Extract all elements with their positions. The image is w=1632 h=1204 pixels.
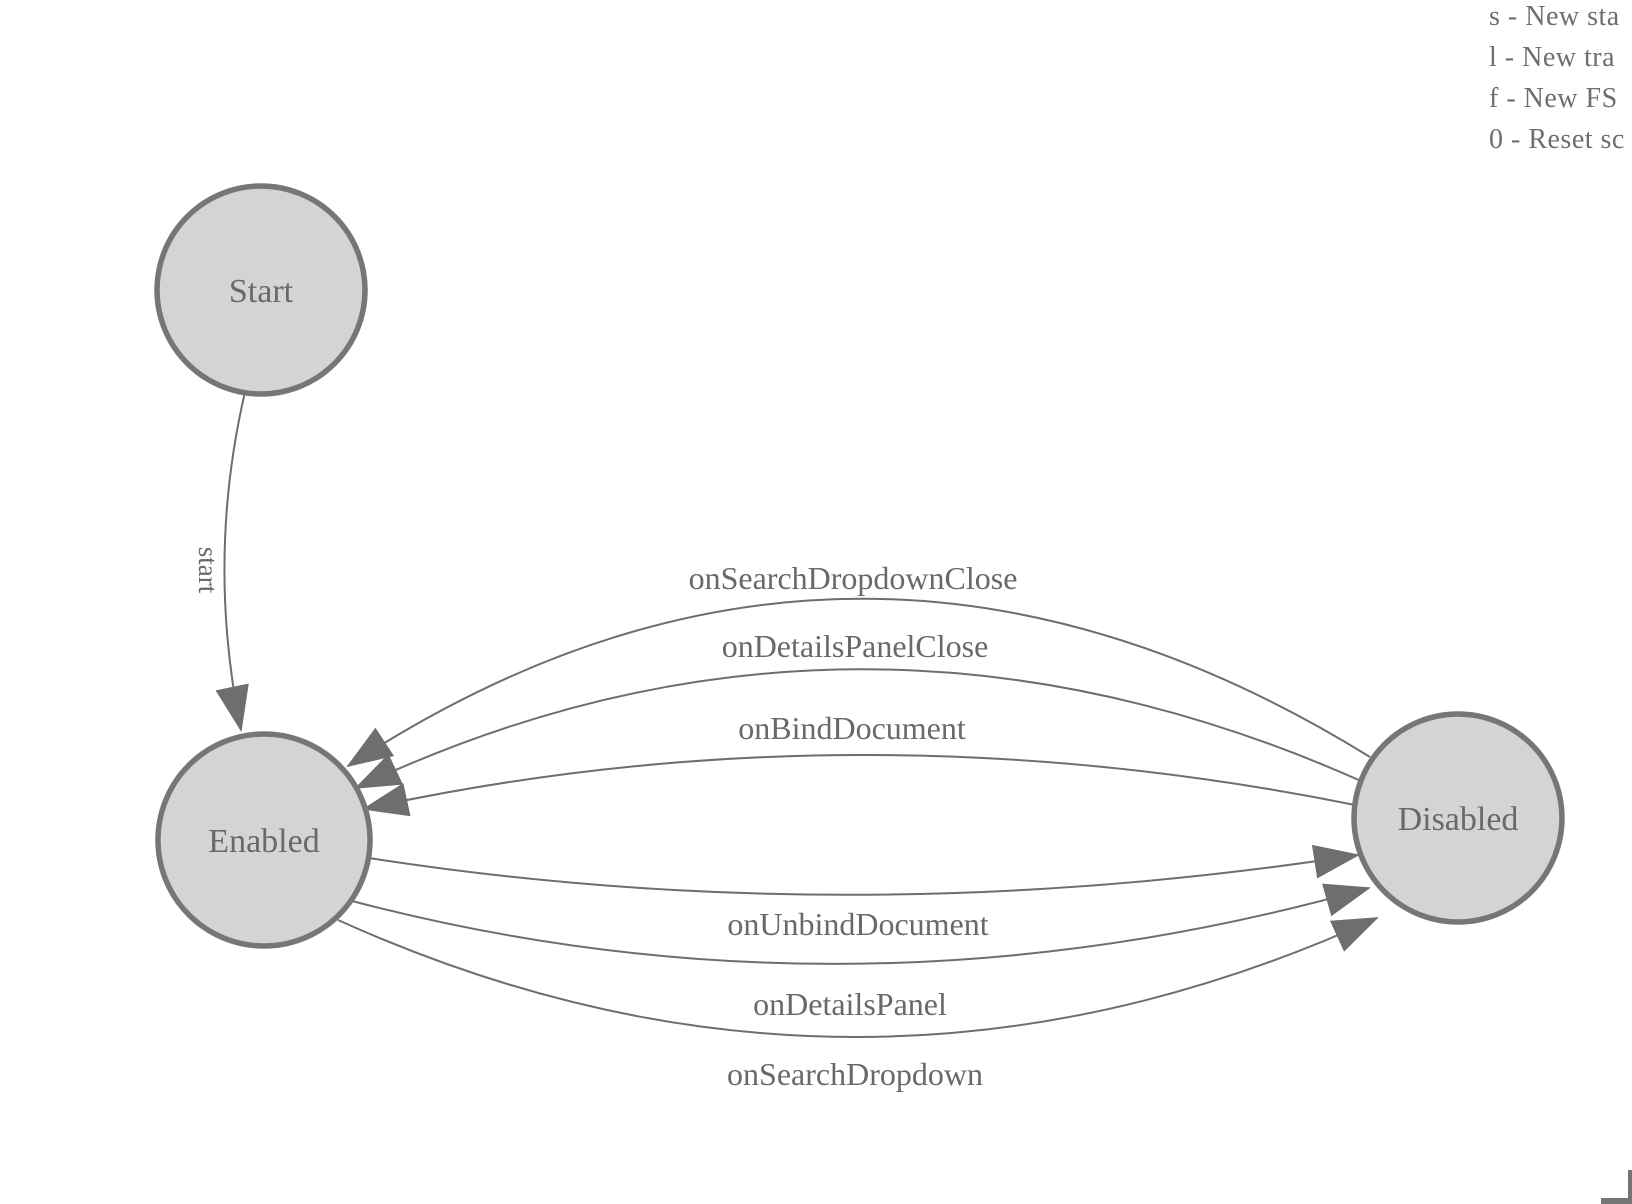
scrollbar-horizontal-thumb[interactable] [1601, 1198, 1632, 1204]
state-disabled-label: Disabled [1398, 801, 1519, 838]
transition-onSearchDropdownClose-path[interactable] [346, 597, 1371, 768]
state-start-label: Start [229, 273, 294, 310]
transition-onUnbindDocument: onUnbindDocument [368, 844, 1360, 942]
transition-onDetailsPanel-path[interactable] [351, 883, 1371, 965]
hotkey-legend-line: 0 - Reset sc [1489, 124, 1625, 155]
transition-onSearchDropdown-label[interactable]: onSearchDropdown [727, 1056, 983, 1092]
transition-start-path[interactable] [215, 391, 249, 732]
transition-onBindDocument-label[interactable]: onBindDocument [738, 710, 966, 746]
transition-start: start [193, 391, 249, 732]
scrollbar-vertical-thumb[interactable] [1628, 1170, 1632, 1204]
state-enabled-label: Enabled [208, 823, 319, 860]
hotkey-legend: s - New sta l - New tra f - New FS 0 - R… [1489, 0, 1625, 160]
transition-onDetailsPanelClose: onDetailsPanelClose [354, 628, 1362, 789]
transition-onUnbindDocument-label[interactable]: onUnbindDocument [727, 906, 988, 942]
transition-onDetailsPanelClose-path[interactable] [354, 668, 1362, 789]
transition-onBindDocument: onBindDocument [362, 710, 1356, 817]
state-start[interactable]: Start [154, 183, 368, 397]
transition-onBindDocument-path[interactable] [362, 754, 1356, 817]
transition-onUnbindDocument-path[interactable] [368, 844, 1360, 896]
transition-onDetailsPanel: onDetailsPanel [351, 883, 1371, 1022]
transition-onSearchDropdown: onSearchDropdown [337, 917, 1379, 1092]
transition-onSearchDropdownClose: onSearchDropdownClose [346, 560, 1371, 768]
state-start-circle[interactable] [154, 183, 368, 397]
state-enabled[interactable]: Enabled [155, 731, 373, 949]
transition-onSearchDropdownClose-label[interactable]: onSearchDropdownClose [689, 560, 1018, 596]
state-disabled-circle[interactable] [1351, 711, 1565, 925]
transition-onDetailsPanel-label[interactable]: onDetailsPanel [753, 986, 947, 1022]
state-enabled-circle[interactable] [155, 731, 373, 949]
hotkey-legend-line: l - New tra [1489, 42, 1616, 73]
transition-onSearchDropdown-path[interactable] [337, 917, 1379, 1038]
transition-start-label[interactable]: start [193, 547, 223, 594]
hotkey-legend-line: s - New sta [1489, 1, 1620, 32]
transition-onDetailsPanelClose-label[interactable]: onDetailsPanelClose [722, 628, 989, 664]
hotkey-legend-line: f - New FS [1489, 83, 1618, 114]
state-disabled[interactable]: Disabled [1351, 711, 1565, 925]
